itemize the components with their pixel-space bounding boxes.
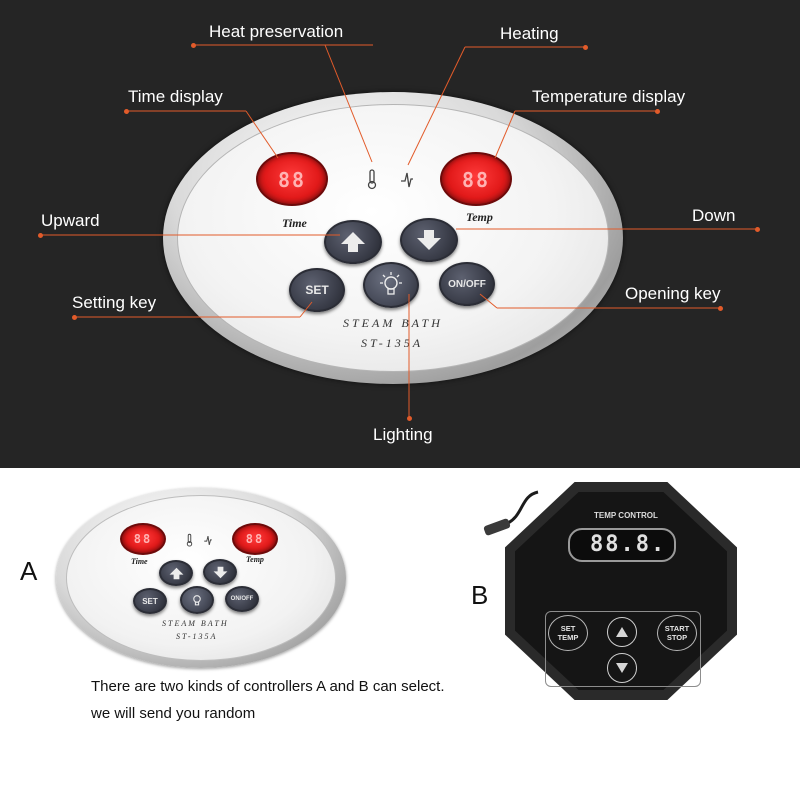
callout-dot xyxy=(718,306,723,311)
up-arrow-icon xyxy=(341,232,365,252)
controller-b-start-stop-label: START STOP xyxy=(665,624,689,642)
controller-a-lighting-button[interactable] xyxy=(180,586,214,614)
controller-a-letter: A xyxy=(20,556,38,586)
note-line-2: we will send you random xyxy=(91,705,256,722)
callout-dot xyxy=(583,45,588,50)
temp-display-digits: 88 xyxy=(461,168,491,192)
controller-a-light-bulb-icon xyxy=(193,595,201,606)
callout-down: Down xyxy=(692,206,736,225)
controller-face xyxy=(177,104,609,372)
callout-setting-key: Setting key xyxy=(72,293,157,312)
note-line-1: There are two kinds of controllers A and… xyxy=(91,678,445,695)
set-button[interactable]: SET xyxy=(289,268,345,312)
controller-a-time-digits: 88 xyxy=(133,532,153,546)
light-bulb-icon xyxy=(380,272,402,295)
down-button[interactable] xyxy=(400,218,458,262)
brand-name: STEAM BATH xyxy=(343,316,443,330)
callout-time-display: Time display xyxy=(128,87,223,106)
controller-a-down-arrow-icon xyxy=(213,566,227,578)
time-display-label: Time xyxy=(282,216,307,230)
callout-heat-preservation: Heat preservation xyxy=(209,22,344,41)
callout-dot xyxy=(407,416,412,421)
controller-b-down-button[interactable] xyxy=(607,653,637,683)
down-arrow-icon xyxy=(417,230,441,250)
controller-a-set-button[interactable]: SET xyxy=(133,588,167,614)
controller-a-heating-icon xyxy=(204,536,212,545)
start-stop-line-2: STOP xyxy=(666,633,688,642)
callout-lines xyxy=(40,44,757,418)
controller-a-on-off-button[interactable]: ON/OFF xyxy=(225,586,259,612)
set-temp-line-2: TEMP xyxy=(557,633,579,642)
controller-a-thermometer-icon xyxy=(186,533,193,547)
callout-dot xyxy=(655,109,660,114)
temp-display: 88 xyxy=(440,152,512,206)
controller-a-up-arrow-icon xyxy=(169,567,183,579)
controller-b-up-arrow-icon xyxy=(616,627,628,637)
controller-b-up-button[interactable] xyxy=(607,617,637,647)
callout-dot xyxy=(72,315,77,320)
controller-a-temp-label: Temp xyxy=(246,555,264,564)
heating-icon xyxy=(401,172,413,188)
controller-a-on-off-label: ON/OFF xyxy=(230,596,254,602)
set-button-label: SET xyxy=(305,283,329,297)
thermometer-icon xyxy=(367,169,377,190)
on-off-button-label: ON/OFF xyxy=(448,278,486,290)
model-number: ST-135A xyxy=(361,336,424,350)
callout-opening-key: Opening key xyxy=(625,284,721,303)
controller-a-brand: STEAM BATH xyxy=(162,619,229,628)
time-display: 88 xyxy=(256,152,328,206)
callout-temperature-display: Temperature display xyxy=(532,87,686,106)
controller-a-set-label: SET xyxy=(142,596,158,606)
lighting-button[interactable] xyxy=(363,262,419,308)
controller-a-down-button[interactable] xyxy=(203,559,237,585)
controller-a-face xyxy=(66,495,336,661)
controller-b-cable xyxy=(483,490,539,536)
controller-a-temp-digits: 88 xyxy=(245,532,265,546)
controller-b-button-panel xyxy=(545,611,701,687)
controller-b-display xyxy=(568,528,676,562)
callout-heating: Heating xyxy=(500,24,559,43)
controller-b-digits: 88.8. xyxy=(590,532,667,557)
callout-dot xyxy=(124,109,129,114)
start-stop-line-1: START xyxy=(664,624,690,633)
up-button[interactable] xyxy=(324,220,382,264)
controller-b-set-temp-label: SET TEMP xyxy=(558,624,579,642)
callout-dot xyxy=(755,227,760,232)
controller-b-start-stop-button[interactable]: START STOP xyxy=(657,615,697,651)
bottom-panel: A 88 Time 88 Temp SET ON/OFF STEAM BATH … xyxy=(0,468,800,800)
controller-b-down-arrow-icon xyxy=(616,663,628,673)
controller-a-time-display: 88 xyxy=(120,523,166,555)
controller-b-letter: B xyxy=(471,580,489,610)
set-temp-line-1: SET xyxy=(560,624,576,633)
controller-b-set-temp-button[interactable]: SET TEMP xyxy=(548,615,588,651)
callout-dot xyxy=(38,233,43,238)
callout-dot xyxy=(191,43,196,48)
top-panel: 88 Time 88 Temp SET xyxy=(0,0,800,468)
controller-a-model: ST-135A xyxy=(176,632,218,641)
callout-upward: Upward xyxy=(41,211,100,230)
controller-a-time-label: Time xyxy=(131,557,148,566)
controller-b-title: TEMP CONTROL xyxy=(594,511,658,520)
temp-display-label: Temp xyxy=(466,210,493,224)
callout-lighting: Lighting xyxy=(373,425,433,444)
controller-a-up-button[interactable] xyxy=(159,560,193,586)
controller-a-temp-display: 88 xyxy=(232,523,278,555)
time-display-digits: 88 xyxy=(277,168,307,192)
